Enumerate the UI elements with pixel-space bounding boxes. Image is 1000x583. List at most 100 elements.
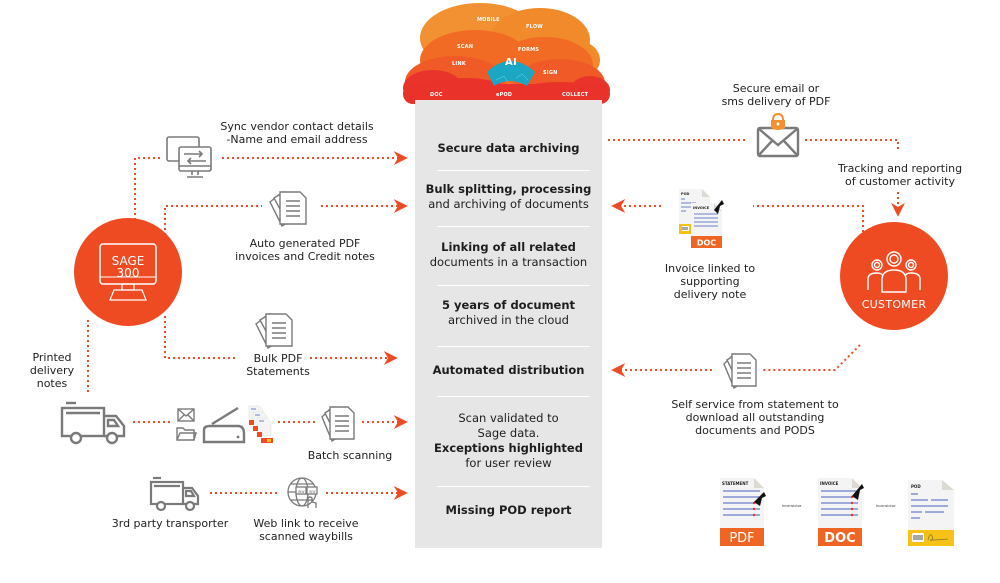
label-line: Secure email or — [732, 82, 820, 95]
customer-label: CUSTOMER — [861, 298, 927, 311]
cloud-label-scan: SCAN — [457, 44, 474, 50]
invoice-label: INVOICE — [693, 206, 710, 210]
doc-badge: DOC — [697, 239, 716, 248]
delivery-truck-icon — [60, 401, 126, 445]
svg-text:ww: ww — [309, 489, 316, 494]
panel-item-text: 5 years of document — [441, 298, 576, 312]
documents-icon — [255, 313, 293, 349]
sage-label: SAGE — [111, 254, 145, 268]
label-line: documents and PODS — [695, 424, 815, 437]
people-group-icon — [867, 251, 921, 293]
label-line: scanned waybills — [259, 530, 353, 543]
invoice-pod-linked-icon: POD INVOICE DOC — [679, 189, 724, 248]
invoice-title: INVOICE — [820, 481, 839, 486]
panel-divider — [437, 486, 590, 487]
label-line: Self service from statement to — [671, 398, 839, 411]
cloud-label-flow: FLOW — [526, 24, 543, 30]
printed-delivery-notes-label: Printed delivery notes — [22, 351, 82, 390]
label-line: of customer activity — [845, 175, 955, 188]
customer-node[interactable]: CUSTOMER — [840, 222, 948, 330]
sage-version: 300 — [116, 266, 140, 280]
cloud-label-link: LINK — [452, 61, 466, 67]
cloud-label-collect: COLLECT — [562, 92, 589, 98]
label-line: Web link to receive — [253, 517, 359, 530]
panel-item-missing-pod: Missing POD report — [415, 503, 602, 518]
globe-web-icon: ww ww — [287, 477, 318, 508]
line-sage-to-bulk — [164, 316, 236, 359]
label-line: Statements — [246, 365, 310, 378]
pod-label: POD — [681, 192, 690, 196]
label-line: delivery note — [673, 288, 747, 301]
panel-item-text: Linking of all related — [441, 240, 576, 254]
features-panel: Secure data archiving Bulk splitting, pr… — [415, 100, 602, 548]
ai-globe — [487, 61, 535, 86]
locked-envelope-icon — [756, 112, 800, 158]
pdf-badge: PDF — [729, 531, 754, 546]
panel-item-secure-archiving: Secure data archiving — [415, 141, 602, 156]
cloud-label-forms: FORMS — [518, 47, 540, 53]
panel-item-text: Exceptions highlighted — [434, 441, 583, 455]
cloud-label-doc: DOC — [430, 92, 443, 98]
panel-item-text: Bulk splitting, processing — [425, 182, 592, 196]
cloud-layers — [403, 3, 610, 108]
label-line: Auto generated PDF — [249, 237, 361, 250]
panel-divider — [437, 396, 590, 397]
panel-item-scan-validated: Scan validated to Sage data. Exceptions … — [415, 411, 602, 471]
doc-badge: DOC — [824, 531, 855, 546]
label-line: delivery — [29, 364, 75, 377]
label-line: Invoice linked to — [664, 262, 756, 275]
scanner-icon — [202, 406, 246, 444]
cloud-center-ai: AI — [505, 57, 517, 68]
label-line: notes — [36, 377, 68, 390]
panel-item-subtext: and archiving of documents — [428, 197, 589, 211]
label-line: -Name and email address — [226, 133, 368, 146]
panel-divider — [437, 170, 590, 171]
bulk-pdf-label: Bulk PDF Statements — [230, 352, 326, 378]
cloud-label-epod: ePOD — [496, 92, 513, 98]
self-service-label: Self service from statement to download … — [662, 398, 848, 437]
monitor-icon — [99, 243, 157, 301]
cloud-label-mobile: MOBILE — [477, 17, 500, 23]
panel-item-subtext: archived in the cloud — [448, 313, 569, 327]
label-line: supporting — [680, 275, 740, 288]
batch-scanning-label: Batch scanning — [307, 449, 393, 462]
weblink-label: Web link to receive scanned waybills — [244, 517, 368, 543]
sage-300-node[interactable]: SAGE 300 — [74, 218, 182, 326]
panel-item-subtext: documents in a transaction — [429, 255, 588, 269]
svg-text:ww: ww — [298, 489, 305, 494]
statement-pdf-icon: STATEMENT PDF — [720, 478, 766, 546]
panel-item-linking: Linking of all related documents in a tr… — [415, 240, 602, 270]
documents-icon — [269, 191, 307, 227]
line-email-to-tracking — [805, 139, 899, 152]
invoice-linked-label: Invoice linked to supporting delivery no… — [660, 262, 760, 301]
panel-item-subtext: for user review — [465, 456, 552, 470]
pod-doc-icon: POD — [908, 480, 954, 546]
panel-divider — [437, 346, 590, 347]
statement-title: STATEMENT — [722, 481, 749, 486]
secure-email-label: Secure email or sms delivery of PDF — [716, 82, 836, 108]
label-line: invoices and Credit notes — [235, 250, 375, 263]
panel-divider — [437, 226, 590, 227]
transporter-label: 3rd party transporter — [111, 517, 229, 530]
label-line: Tracking and reporting — [838, 162, 963, 175]
auto-pdf-label: Auto generated PDF invoices and Credit n… — [230, 237, 380, 263]
sync-vendor-label: Sync vendor contact details -Name and em… — [212, 120, 382, 146]
line-customer-to-invoice — [753, 205, 864, 237]
panel-item-text: Automated distribution — [432, 363, 585, 377]
invoice-doc-icon: INVOICE DOC — [818, 478, 864, 546]
sync-monitors-icon — [166, 136, 212, 178]
documents-icon — [321, 405, 355, 443]
connector-label: Incensicive — [876, 504, 895, 508]
cloud-label-sign: SIGN — [543, 70, 558, 76]
label-line: Printed — [32, 351, 72, 364]
label-line: Bulk PDF — [253, 352, 303, 365]
mail-folder-icon — [176, 408, 197, 441]
panel-item-5-years: 5 years of document archived in the clou… — [415, 298, 602, 328]
line-sage-to-sync — [134, 157, 162, 220]
line-customer-to-selfservice — [762, 344, 861, 371]
transporter-truck-icon — [149, 476, 200, 512]
tracking-label: Tracking and reporting of customer activ… — [838, 162, 962, 188]
label-line: Sync vendor contact details — [220, 120, 374, 133]
panel-item-line: Sage data. — [477, 426, 540, 440]
